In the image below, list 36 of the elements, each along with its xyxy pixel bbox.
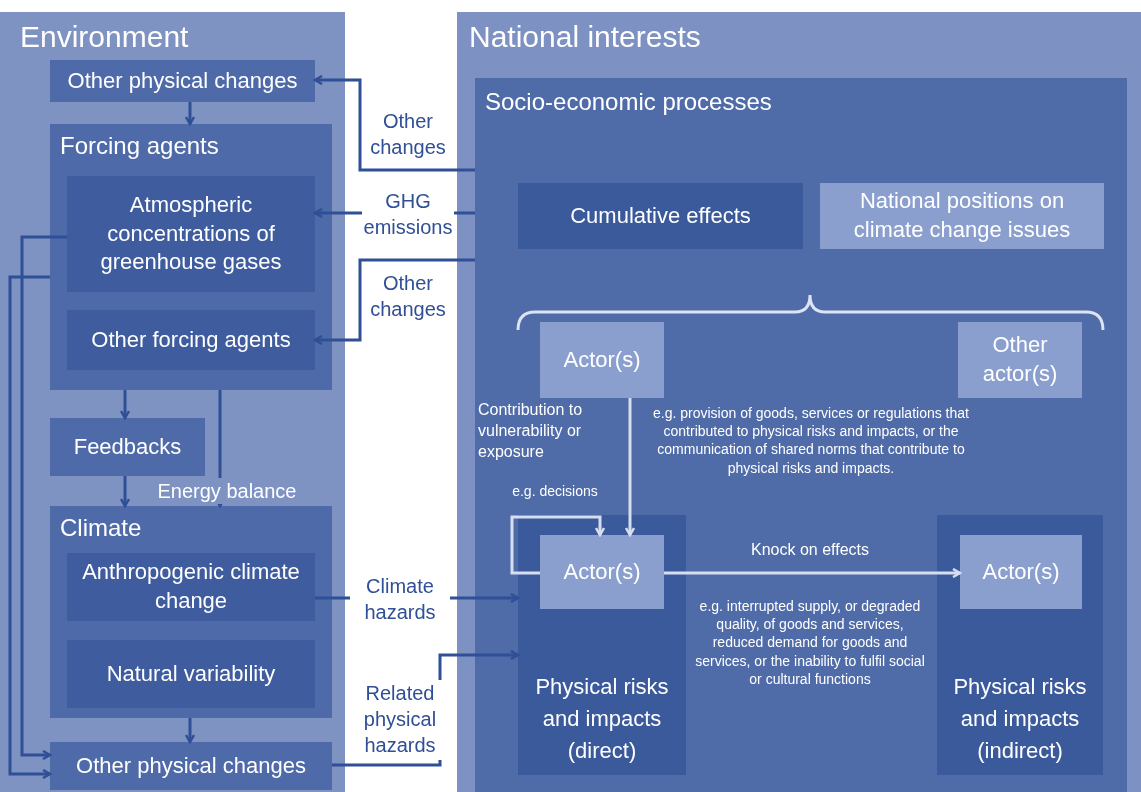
group-box [50, 124, 332, 390]
arrow [313, 74, 475, 172]
process-box: Other physical changes [50, 60, 315, 102]
process-box: Other actor(s) [958, 322, 1082, 398]
arrow [8, 275, 52, 780]
group-heading: Climate [60, 514, 142, 542]
group-heading: Physical risks and impacts (indirect) [952, 673, 1088, 766]
process-box: Feedbacks [50, 418, 205, 476]
arrow [624, 398, 636, 537]
group-heading: Environment [20, 20, 189, 54]
arrow [664, 567, 962, 579]
group-box [50, 506, 332, 718]
process-box: National positions on climate change issues [820, 183, 1104, 249]
arrow [20, 235, 67, 761]
process-box: Actor(s) [960, 535, 1082, 609]
process-box: Other forcing agents [67, 310, 315, 370]
group-heading: Socio-economic processes [485, 88, 772, 116]
process-box: Natural variability [67, 640, 315, 708]
arrow [510, 515, 606, 575]
group-box [937, 515, 1103, 775]
group-heading: Physical risks and impacts (direct) [534, 673, 670, 766]
arrow [119, 390, 131, 420]
process-box: Cumulative effects [518, 183, 803, 249]
process-box: Anthropogenic climate change [67, 553, 315, 621]
group-heading: Forcing agents [60, 132, 219, 160]
arrow [119, 476, 131, 508]
arrow [184, 102, 196, 126]
process-box: Actor(s) [540, 535, 664, 609]
process-box: Other physical changes [50, 742, 332, 790]
arrow [184, 718, 196, 744]
group-box [518, 515, 686, 775]
group-heading: National interests [469, 20, 701, 54]
process-box: Actor(s) [540, 322, 664, 398]
process-box: Atmospheric concentrations of greenhouse gases [67, 176, 315, 292]
arrow [313, 258, 475, 346]
group-panel [0, 12, 345, 792]
